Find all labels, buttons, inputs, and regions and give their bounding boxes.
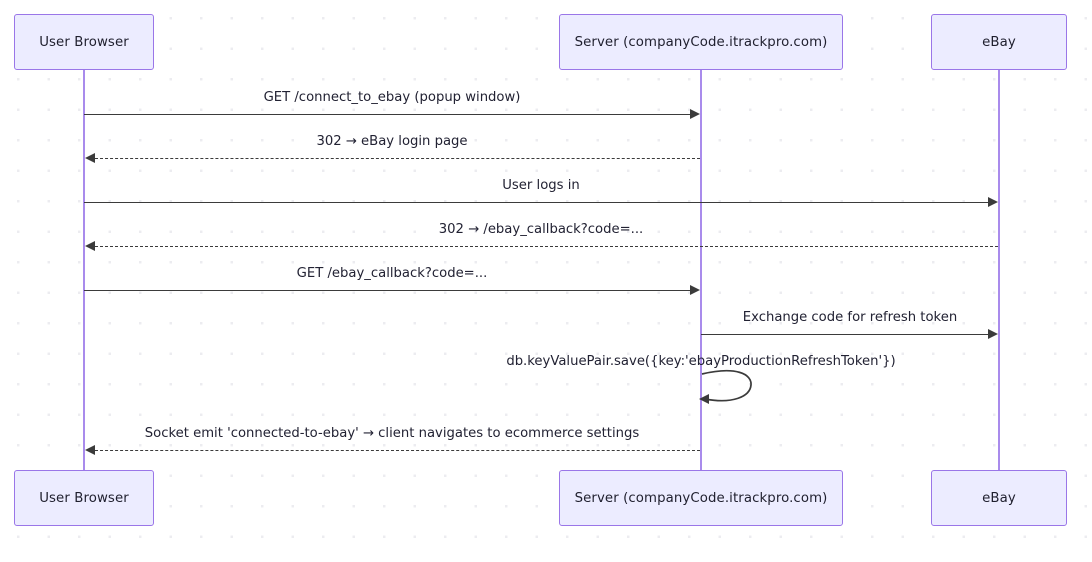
participant-label-browser-bottom: User Browser — [39, 490, 129, 506]
message-line-4 — [95, 246, 998, 247]
message-line-6 — [701, 334, 988, 335]
message-arrowhead-8 — [84, 444, 95, 455]
message-arrowhead-6 — [988, 328, 998, 339]
message-arrowhead-3 — [988, 196, 998, 207]
participant-label-server-top: Server (companyCode.itrackpro.com) — [574, 34, 828, 50]
message-label-4: 302 → /ebay_callback?code=... — [438, 222, 644, 237]
message-line-2 — [95, 158, 700, 159]
message-arrowhead-4 — [84, 240, 95, 251]
participant-box-ebay-bottom[interactable]: eBay — [931, 470, 1067, 526]
message-label-1: GET /connect_to_ebay (popup window) — [263, 90, 521, 105]
message-line-8 — [95, 450, 700, 451]
participant-box-server-bottom[interactable]: Server (companyCode.itrackpro.com) — [559, 470, 843, 526]
message-label-7: db.keyValuePair.save({key:'ebayProductio… — [506, 354, 896, 369]
message-arrowhead-2 — [84, 152, 95, 163]
participant-label-server-bottom: Server (companyCode.itrackpro.com) — [574, 490, 828, 506]
participant-box-ebay-top[interactable]: eBay — [931, 14, 1067, 70]
message-label-2: 302 → eBay login page — [316, 134, 468, 149]
message-line-5 — [84, 290, 690, 291]
message-line-3 — [84, 202, 988, 203]
message-line-1 — [84, 114, 690, 115]
message-label-3: User logs in — [502, 178, 580, 193]
message-label-6: Exchange code for refresh token — [742, 310, 958, 325]
participant-box-browser-bottom[interactable]: User Browser — [14, 470, 154, 526]
lifeline-ebay — [997, 70, 1001, 470]
participant-label-ebay-bottom: eBay — [982, 490, 1016, 506]
message-self-loop-7 — [699, 369, 752, 404]
message-label-5: GET /ebay_callback?code=... — [296, 266, 488, 281]
message-label-8: Socket emit 'connected-to-ebay' → client… — [144, 426, 640, 441]
participant-label-browser-top: User Browser — [39, 34, 129, 50]
participant-box-server-top[interactable]: Server (companyCode.itrackpro.com) — [559, 14, 843, 70]
message-arrowhead-1 — [690, 108, 700, 119]
message-arrowhead-5 — [690, 284, 700, 295]
lifeline-server — [699, 70, 703, 470]
participant-label-ebay-top: eBay — [982, 34, 1016, 50]
lifeline-browser — [82, 70, 86, 470]
participant-box-browser-top[interactable]: User Browser — [14, 14, 154, 70]
